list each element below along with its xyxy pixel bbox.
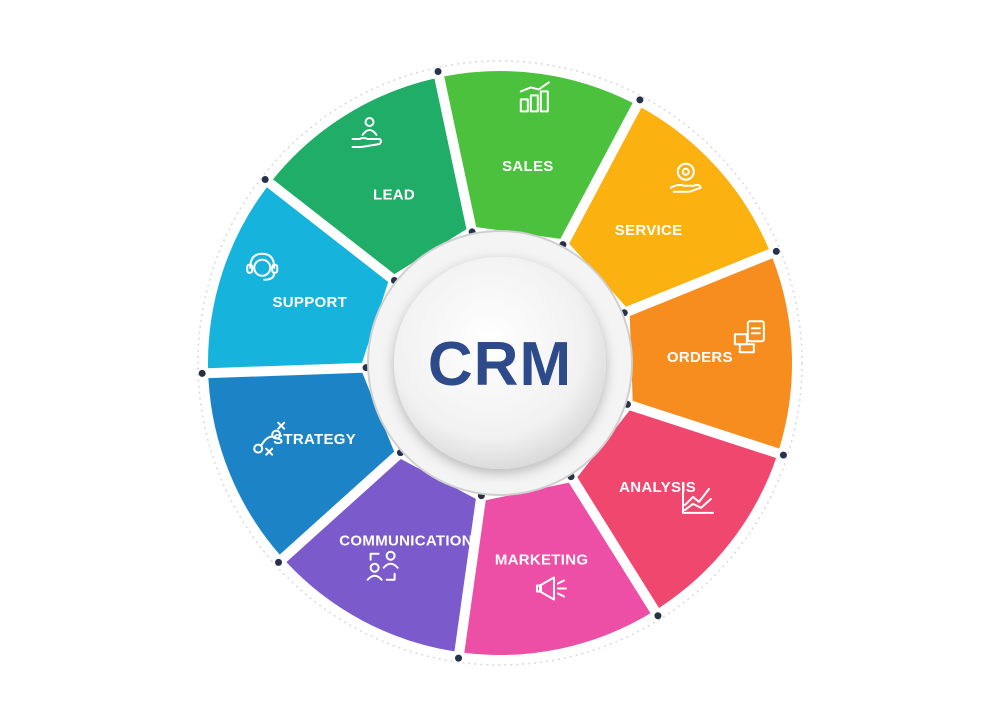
segment-communication: COMMUNICATION: [286, 458, 476, 652]
segment-label: STRATEGY: [273, 431, 356, 448]
connector-dot: [275, 558, 283, 566]
segment-analysis: ANALYSIS: [577, 410, 777, 608]
segment-orders: ORDERS: [629, 258, 792, 449]
segment-label: MARKETING: [495, 552, 589, 569]
segment-shape-lead: [273, 78, 467, 275]
segment-strategy: STRATEGY: [208, 372, 395, 555]
outer-ring: [197, 60, 803, 666]
hand-person-icon: [351, 116, 383, 148]
segment-shape-orders: [629, 258, 792, 449]
headset-icon: [246, 252, 279, 281]
center-circle: [394, 257, 606, 469]
segment-sales: SALES: [444, 71, 633, 239]
people-exchange-icon: [366, 550, 399, 581]
connector-dot: [654, 612, 662, 620]
segment-shape-support: [208, 187, 389, 369]
center-label: CRM: [428, 330, 572, 399]
segment-label: ORDERS: [667, 349, 733, 366]
connector-dot: [636, 96, 644, 104]
segment-label: LEAD: [373, 186, 415, 203]
line-chart-icon: [682, 481, 715, 514]
segment-shape-sales: [444, 71, 633, 239]
segment-label: SERVICE: [615, 222, 683, 239]
segment-label: SALES: [502, 158, 554, 175]
connector-dot: [198, 369, 206, 377]
gear-hand-icon: [669, 162, 702, 193]
center-hub: CRM: [367, 230, 633, 496]
connector-dot: [772, 247, 780, 255]
outer-dotted-ring: [197, 60, 803, 666]
segment-label: ANALYSIS: [619, 479, 696, 496]
megaphone-icon: [535, 576, 567, 601]
segment-shape-strategy: [208, 372, 395, 555]
connector-dot: [455, 654, 463, 662]
clipboard-boxes-icon: [733, 320, 765, 354]
segment-service: SERVICE: [569, 107, 769, 307]
segment-shape-marketing: [464, 482, 651, 655]
connector-dot: [261, 176, 269, 184]
segments-group: SALES SERVICE ORDERS ANALYSIS MARKETING COMMU…: [208, 71, 792, 655]
segment-shape-communication: [286, 458, 476, 652]
segment-shape-analysis: [577, 410, 777, 608]
segment-label: COMMUNICATION: [339, 533, 473, 550]
segment-lead: LEAD: [273, 78, 467, 275]
strategy-play-icon: [253, 421, 286, 456]
segment-marketing: MARKETING: [464, 482, 651, 655]
connector-dot: [434, 68, 442, 76]
segment-label: SUPPORT: [272, 294, 347, 311]
segment-shape-service: [569, 107, 769, 307]
segment-support: SUPPORT: [208, 187, 389, 369]
sales-chart-icon: [519, 81, 550, 113]
connector-dot: [779, 451, 787, 459]
